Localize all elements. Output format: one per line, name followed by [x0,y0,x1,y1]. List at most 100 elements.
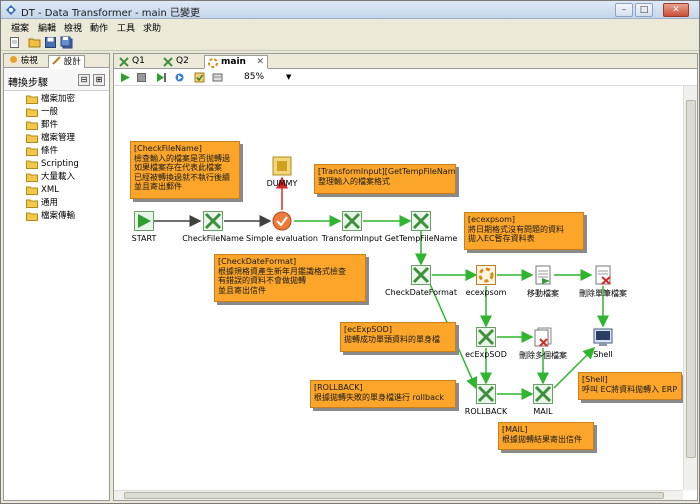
folder-icon [26,108,38,117]
tree-item-label: 大量載入 [41,172,76,182]
start-step-icon[interactable] [134,211,154,231]
run-icon[interactable] [120,72,131,83]
chevron-down-icon: ▼ [286,73,292,81]
save-all-icon[interactable] [60,36,73,49]
transforminput-step-icon[interactable] [342,211,362,231]
left-panel-tabs: 檢視 設計 [4,54,109,68]
tree-item-xml[interactable]: XML [26,185,108,197]
folder-icon [26,212,38,221]
tab-q2[interactable]: Q2 [160,55,202,69]
step-label-mail: MAIL [533,407,553,416]
tree-item-utility[interactable]: 通用 [26,198,108,210]
job-icon [163,57,173,67]
editor-toolbar: 85% ▼ [114,69,697,86]
simple-evaluation-step-icon[interactable] [272,211,292,231]
tab-main[interactable]: main ✕ [204,55,268,69]
check-icon[interactable] [194,72,205,83]
menu-tools[interactable]: 工具 [117,24,136,34]
checkdateformat-step-icon[interactable] [411,265,431,285]
tree-item-file-encryption[interactable]: 檔案加密 [26,94,108,106]
delete-single-file-step-icon[interactable] [593,265,613,285]
step-label-shell: Shell [593,350,613,359]
debug-icon[interactable] [174,72,185,83]
menu-help[interactable]: 求助 [143,24,162,34]
tree-item-label: 郵件 [41,120,59,130]
step-label-dummy: DUMMY [266,179,298,188]
zoom-select[interactable]: 85% ▼ [234,71,294,84]
tree-item-label: 檔案管理 [41,133,76,143]
open-folder-icon[interactable] [28,36,41,49]
tree-item-file-management[interactable]: 檔案管理 [26,133,108,145]
menu-action[interactable]: 動作 [90,24,109,34]
rollback-step-icon[interactable] [476,384,496,404]
checkfilename-step-icon[interactable] [203,211,223,231]
preview-icon[interactable] [156,72,167,83]
editor-tabs: Q1 Q2 main ✕ [114,54,697,69]
tree-item-bulk-load[interactable]: 大量載入 [26,172,108,184]
tree-item-file-transfer[interactable]: 檔案傳輸 [26,211,108,223]
move-file-step-icon[interactable] [533,265,553,285]
delete-multi-file-step-icon[interactable] [533,327,553,347]
menu-file[interactable]: 檔案 [11,24,30,34]
folder-icon [26,121,38,130]
pencil-icon [52,56,61,65]
folder-icon [26,173,38,182]
step-label-ecexpsom: ecexpsom [465,288,507,297]
shell-step-icon[interactable] [593,327,613,347]
close-button[interactable]: ✕ [663,3,689,17]
expand-all-button[interactable]: ⊞ [93,74,105,86]
job-icon [208,58,218,68]
vertical-scroll-thumb[interactable] [686,100,696,458]
menu-view[interactable]: 檢視 [64,24,83,34]
step-label-gettempfilename: GetTempFileName [384,234,458,243]
app-icon [6,5,16,15]
note-mail[interactable]: [MAIL] 根據拋轉結果寄出信件 [498,422,594,450]
note-ecexpsom[interactable]: [ecexpsom] 將日期格式沒有問題的資料 拋入EC暫存資料表 [464,212,584,250]
tab-main-label: main [221,57,246,67]
tab-view-label: 檢視 [20,56,38,66]
folder-icon [26,95,38,104]
tab-view[interactable]: 檢視 [6,55,41,68]
menu-bar: 檔案 編輯 檢視 動作 工具 求助 [1,19,699,34]
ecexpsom-step-icon[interactable] [476,265,496,285]
minimize-button[interactable]: – [615,3,633,17]
save-icon[interactable] [44,36,57,49]
menu-edit[interactable]: 編輯 [38,24,57,34]
job-icon [119,57,129,67]
note-transforminput[interactable]: [TransformInput][GetTempFileName] 整理輸入的檔… [314,164,456,194]
vertical-scrollbar[interactable] [683,86,697,490]
tree-item-scripting[interactable]: Scripting [26,159,108,171]
tab-q2-label: Q2 [176,56,189,66]
tree-item-label: 通用 [41,198,59,208]
zoom-value: 85% [244,72,265,82]
stop-icon[interactable] [136,72,147,83]
step-label-move-file: 移動檔案 [527,289,559,298]
sql-icon[interactable] [212,72,223,83]
note-rollback[interactable]: [ROLLBACK] 根據拋轉失敗的單身檔進行 rollback [310,380,456,408]
folder-icon [26,160,38,169]
tree-item-mail[interactable]: 郵件 [26,120,108,132]
horizontal-scroll-thumb[interactable] [124,492,664,499]
close-tab-icon[interactable]: ✕ [256,57,264,67]
dummy-step-icon[interactable] [272,156,292,176]
ecexpsod-step-icon[interactable] [476,327,496,347]
note-ecexpsod[interactable]: [ecExpSOD] 拋轉成功單頭資料的單身檔 [340,322,456,352]
note-checkfilename[interactable]: [CheckFileName] 檢查輸入的檔案是否抛轉過 如果檔案存在代表此檔案… [130,141,240,199]
job-canvas[interactable]: [CheckFileName] 檢查輸入的檔案是否抛轉過 如果檔案存在代表此檔案… [114,86,683,490]
collapse-all-button[interactable]: ⊟ [78,74,90,86]
hop-mail-shell[interactable] [553,346,596,389]
mail-step-icon[interactable] [533,384,553,404]
horizontal-scrollbar[interactable] [114,490,683,500]
tab-q1[interactable]: Q1 [116,55,158,69]
tree-item-label: 一般 [41,107,59,117]
tree-item-conditions[interactable]: 條件 [26,146,108,158]
tree-item-general[interactable]: 一般 [26,107,108,119]
gettempfilename-step-icon[interactable] [411,211,431,231]
maximize-button[interactable]: □ [635,3,653,17]
step-label-start: START [131,234,157,243]
note-shell[interactable]: [Shell] 呼叫 EC將資料拋轉入 ERP [578,372,682,400]
tab-design[interactable]: 設計 [48,55,85,68]
new-file-icon[interactable] [8,36,21,49]
note-checkdateformat[interactable]: [CheckDateFormat] 根據規格資產生新年月鑑識格式檢查 有錯誤的資… [214,254,366,302]
